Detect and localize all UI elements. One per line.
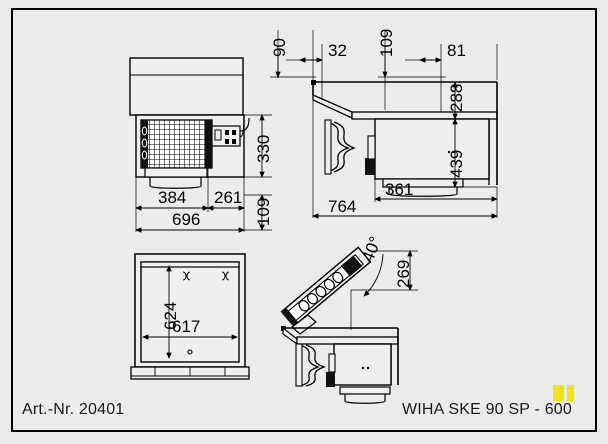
open-lid-section-geometry	[280, 246, 418, 404]
dim-label-696: 696	[172, 210, 201, 229]
wiha-logo-bar-2	[567, 385, 574, 401]
dim-label-81: 81	[447, 41, 466, 60]
front-elevation-geometry	[129, 57, 272, 233]
wiha-logo-bar-1	[553, 385, 564, 401]
dim-label-288: 288	[447, 83, 466, 112]
dim-label-90: 90	[270, 38, 289, 57]
dim-label-330: 330	[254, 134, 273, 163]
dim-label-439: 439	[447, 149, 466, 178]
model-name-label: WIHA SKE 90 SP - 600	[401, 401, 572, 418]
plan-view-geometry	[130, 253, 250, 380]
article-number-label: Art.-Nr. 20401	[22, 401, 125, 418]
dim-label-361: 361	[385, 180, 414, 199]
drawing-frame-border	[11, 8, 597, 432]
dim-label-384: 384	[158, 188, 187, 207]
dim-label-109-top: 109	[377, 28, 396, 57]
dim-label-764: 764	[328, 197, 357, 216]
dim-label-109-left: 109	[254, 197, 273, 226]
dim-label-261: 261	[214, 188, 243, 207]
dim-label-269: 269	[394, 259, 413, 288]
wiha-logo-icon	[553, 385, 575, 401]
dim-label-617: 617	[172, 317, 201, 336]
dim-label-32: 32	[328, 41, 347, 60]
side-section-geometry	[270, 30, 498, 219]
